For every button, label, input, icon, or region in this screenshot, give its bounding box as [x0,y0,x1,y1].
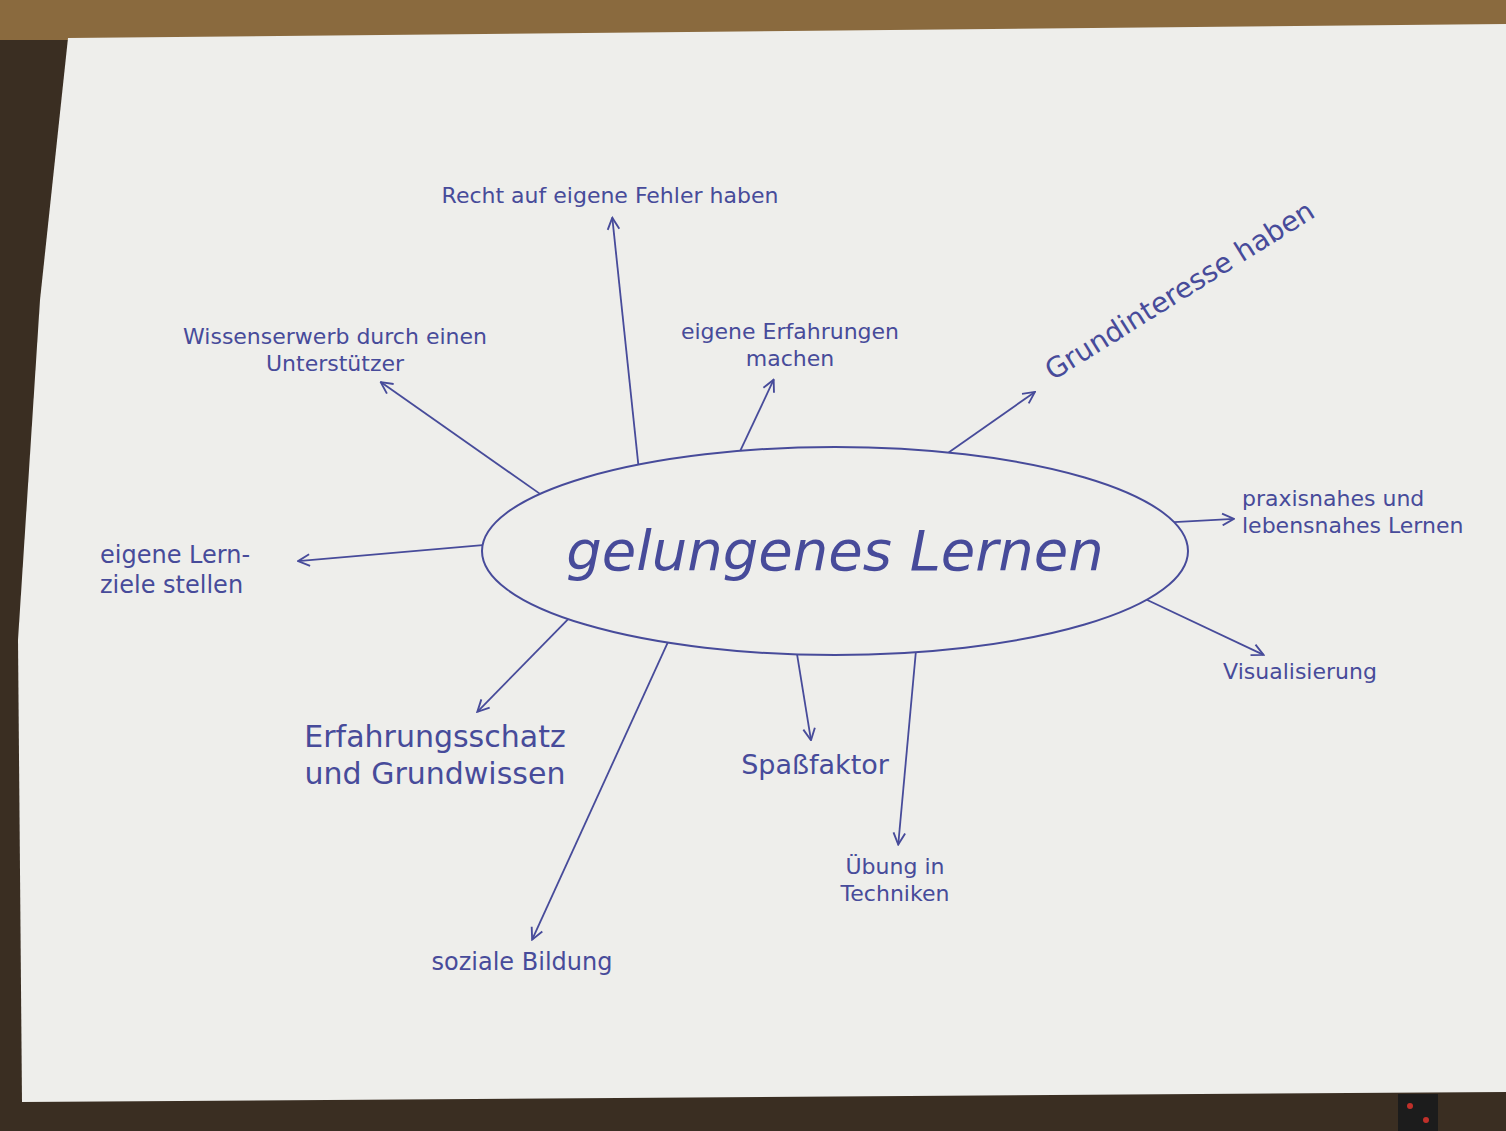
branch-node: Grundinteresse haben [1039,193,1322,388]
node-text: Recht auf eigene Fehler haben [442,182,779,210]
branch-arrow [381,382,540,494]
branch-arrow [298,545,483,561]
branch-arrow [1147,600,1264,655]
node-text: gelungenes Lernen [566,516,1104,586]
node-text: Spaßfaktor [741,748,889,782]
node-text: soziale Bildung [432,947,613,977]
paper-sheet [18,24,1506,1102]
branch-arrow [1174,519,1234,522]
dice [1398,1094,1438,1131]
node-text: Grundinteresse haben [1039,193,1322,388]
branch-arrow [898,652,916,844]
dice-pip [1407,1103,1413,1109]
branch-arrow [797,654,811,740]
branch-arrow [477,619,568,712]
branch-arrow [740,380,773,451]
node-text: Erfahrungsschatz und Grundwissen [285,718,585,793]
node-text: Übung in Techniken [810,853,980,908]
node-text: Visualisierung [1223,658,1377,686]
branch-node: praxisnahes und lebensnahes Lernen [1242,485,1482,540]
central-ellipse: gelungenes Lernen [480,445,1190,657]
branch-node: Erfahrungsschatz und Grundwissen [285,718,585,793]
ellipse-shape [482,447,1188,655]
branch-arrow [949,392,1035,453]
branch-node: soziale Bildung [432,947,613,977]
branch-node: eigene Lern- ziele stellen [100,540,290,600]
branch-arrow [532,643,668,940]
branch-node: Spaßfaktor [741,748,889,782]
branch-node: Übung in Techniken [810,853,980,908]
branch-arrow [612,218,638,465]
node-text: praxisnahes und lebensnahes Lernen [1242,485,1482,540]
node-text: eigene Lern- ziele stellen [100,540,290,600]
node-text: eigene Erfahrungen machen [650,318,930,373]
branch-node: Recht auf eigene Fehler haben [442,182,779,210]
branch-node: eigene Erfahrungen machen [650,318,930,373]
dice-pip [1423,1117,1429,1123]
node-text: Wissenserwerb durch einen Unterstützer [170,323,500,378]
branch-node: Visualisierung [1223,658,1377,686]
branch-node: Wissenserwerb durch einen Unterstützer [170,323,500,378]
